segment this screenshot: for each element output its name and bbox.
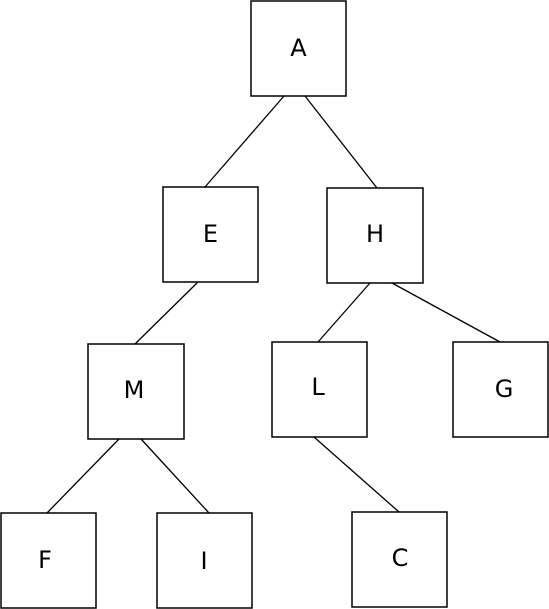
node-box	[162, 186, 259, 283]
edge-M-F	[46, 438, 120, 514]
edge-L-C	[313, 436, 400, 513]
edges	[46, 95, 501, 514]
tree-node-h: H	[326, 187, 424, 284]
edge-M-I	[140, 438, 210, 514]
node-box	[271, 341, 368, 438]
edge-A-H	[304, 95, 378, 189]
tree-node-l: L	[271, 341, 368, 438]
node-label: G	[495, 375, 514, 403]
node-label: F	[38, 546, 52, 574]
node-label: C	[392, 544, 409, 572]
node-box	[156, 512, 253, 609]
node-box	[0, 512, 97, 609]
node-label: M	[124, 376, 145, 404]
node-box	[351, 511, 448, 608]
tree-node-c: C	[351, 511, 448, 608]
node-box	[326, 187, 424, 284]
node-label: I	[200, 547, 207, 575]
tree-node-m: M	[87, 343, 185, 440]
edge-A-E	[204, 95, 285, 188]
tree-node-g: G	[452, 341, 549, 438]
node-box	[87, 343, 185, 440]
tree-node-a: A	[250, 0, 347, 97]
edge-H-L	[317, 282, 371, 343]
edge-E-M	[134, 281, 199, 345]
node-label: L	[311, 373, 325, 401]
node-label: A	[290, 34, 307, 62]
node-box	[452, 341, 549, 438]
tree-node-e: E	[162, 186, 259, 283]
tree-node-f: F	[0, 512, 97, 609]
edge-H-G	[391, 282, 501, 343]
tree-node-i: I	[156, 512, 253, 609]
node-box	[250, 0, 347, 97]
node-label: H	[366, 220, 384, 248]
node-label: E	[203, 220, 218, 248]
